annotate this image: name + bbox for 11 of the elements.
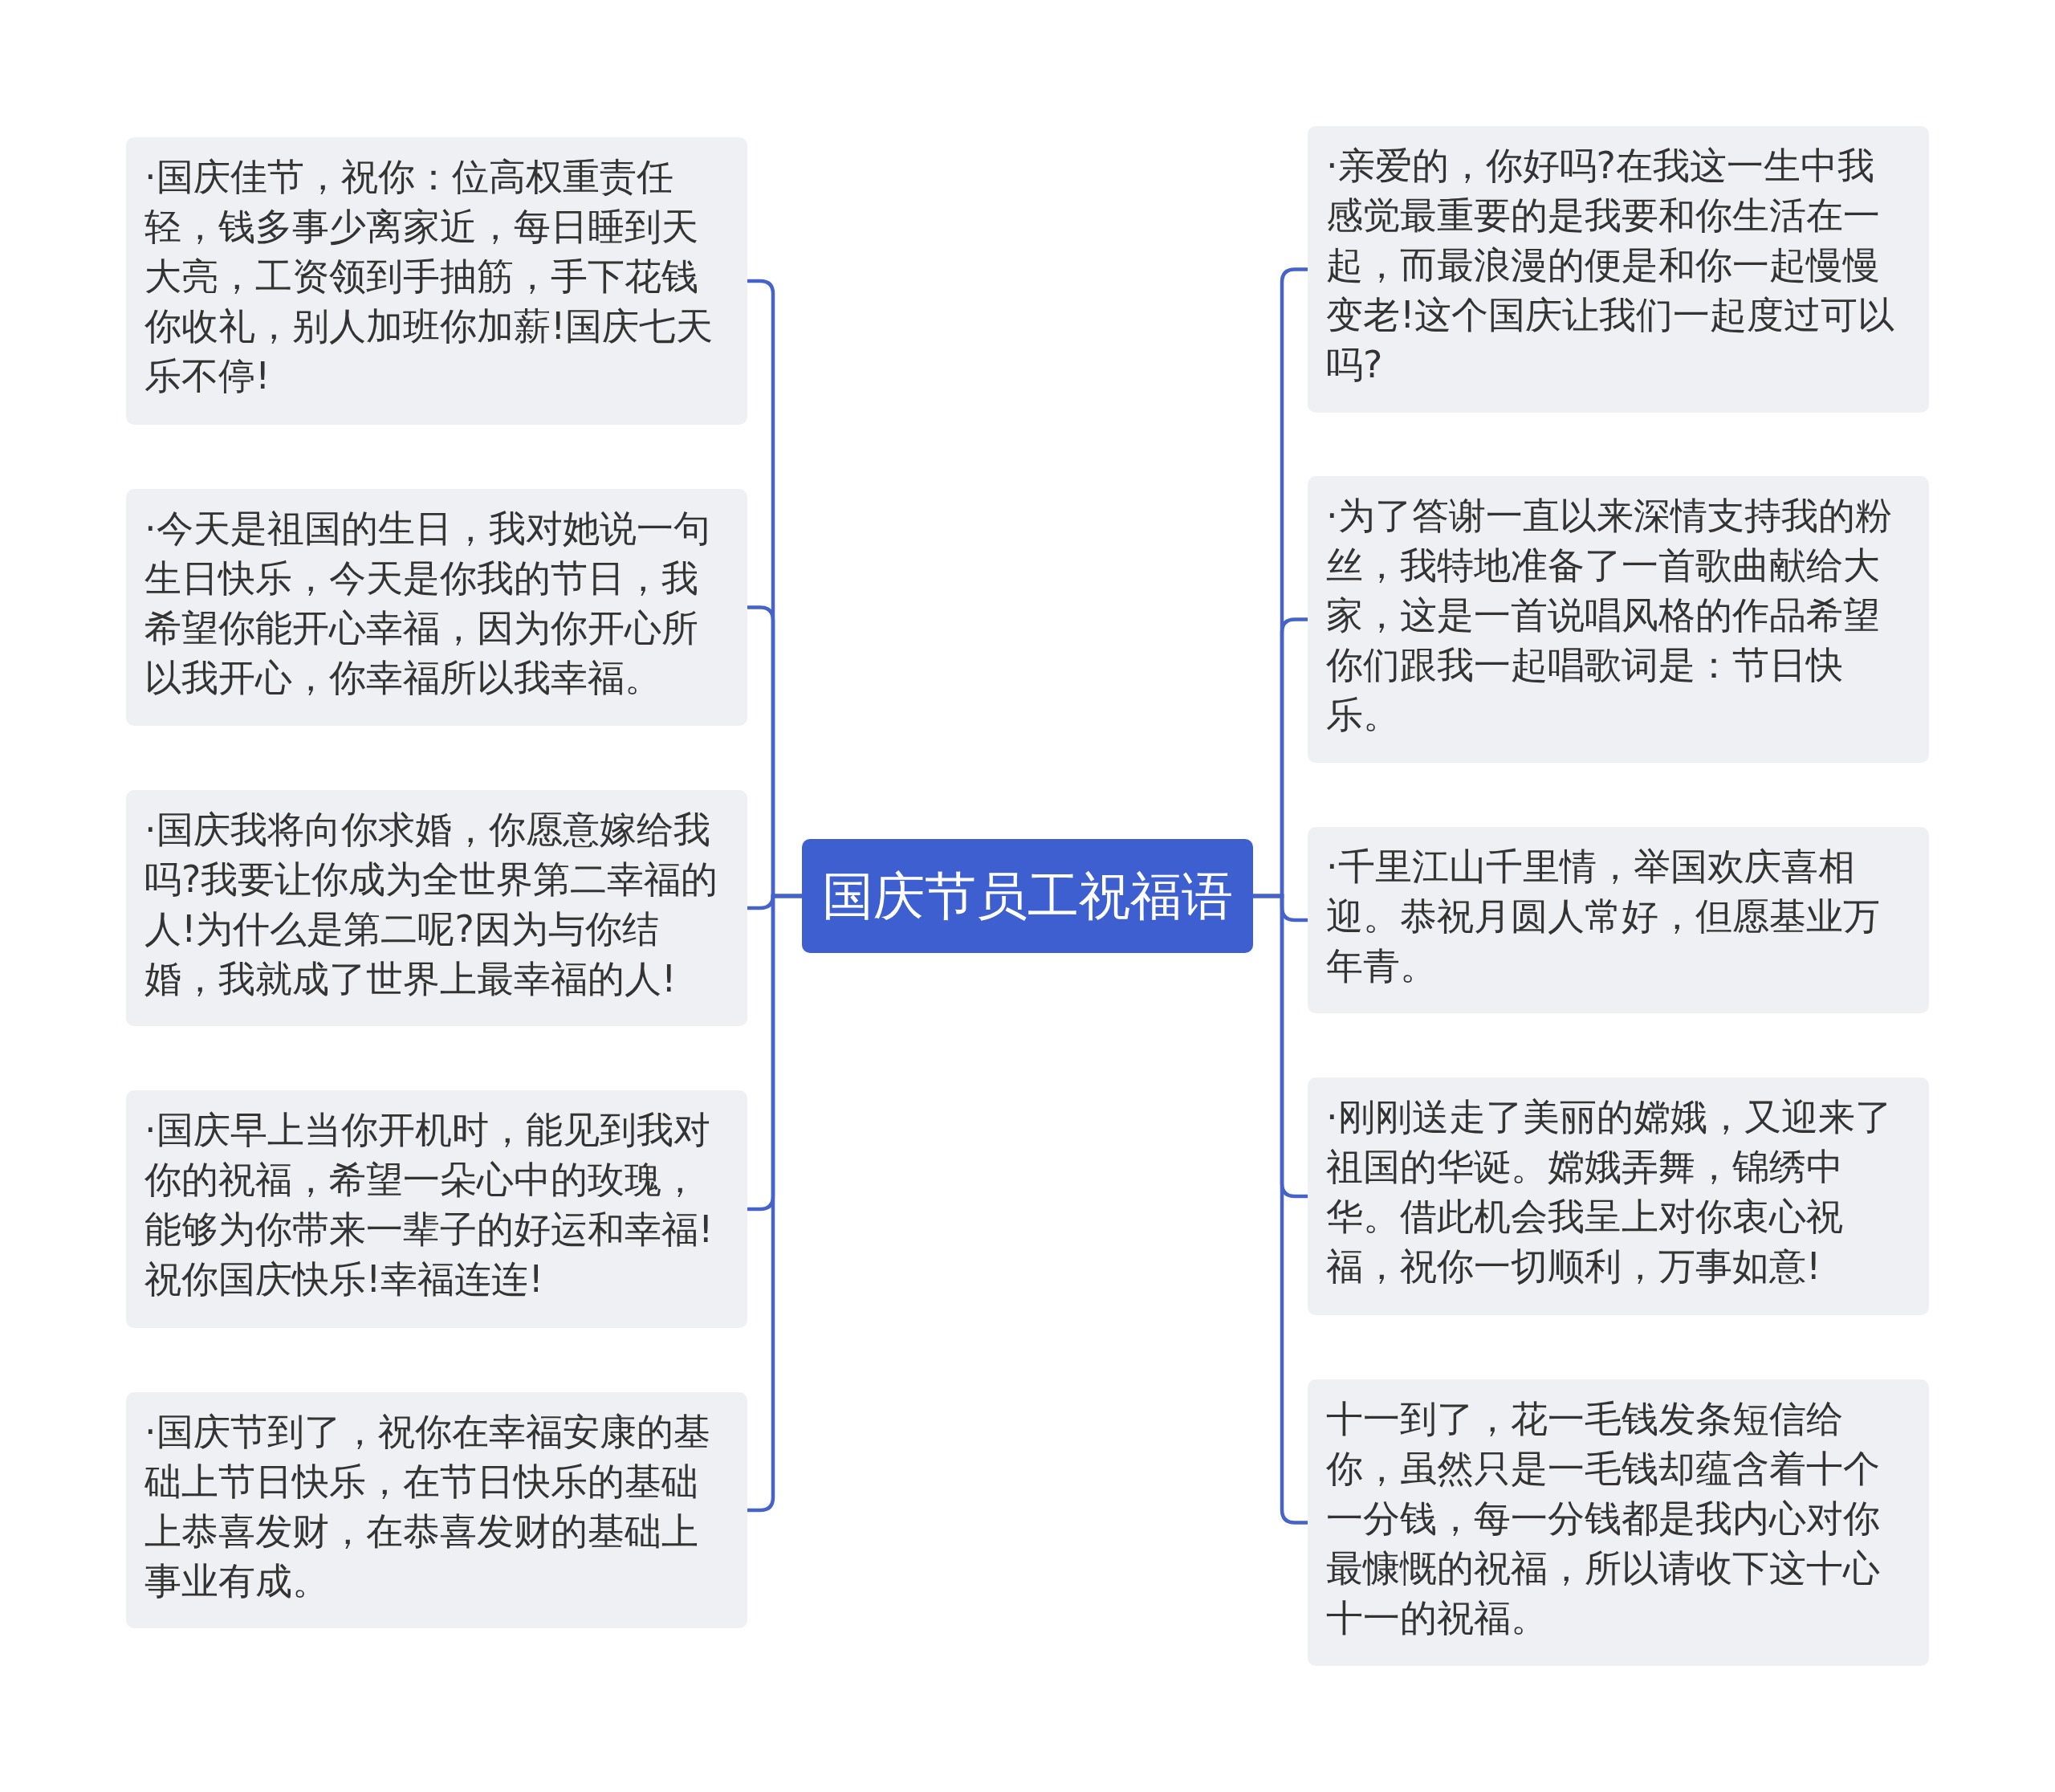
topic-box: 十一到了，花一毛钱发条短信给你，虽然只是一毛钱却蕴含着十个一分钱，每一分钱都是我内心对你最慷慨的祝福，所以请收下这十心十一的祝福。 <box>1308 1379 1929 1666</box>
topic-box: ·千里江山千里情，举国欢庆喜相迎。恭祝月圆人常好，但愿基业万年青。 <box>1308 827 1929 1013</box>
topic-box: ·今天是祖国的生日，我对她说一句生日快乐，今天是你我的节日，我希望你能开心幸福，因为你开心所以我开心，你幸福所以我幸福。 <box>126 489 747 726</box>
topic-box: ·国庆早上当你开机时，能见到我对你的祝福，希望一朵心中的玫瑰，能够为你带来一辈子的好运和幸福!祝你国庆快乐!幸福连连! <box>126 1090 747 1328</box>
topic-box: ·国庆我将向你求婚，你愿意嫁给我吗?我要让你成为全世界第二幸福的人!为什么是第二呢?因为与你结婚，我就成了世界上最幸福的人! <box>126 790 747 1026</box>
topic-box: ·刚刚送走了美丽的嫦娥，又迎来了祖国的华诞。嫦娥弄舞，锦绣中华。借此机会我呈上对你衷心祝福，祝你一切顺利，万事如意! <box>1308 1077 1929 1315</box>
topic-box: ·为了答谢一直以来深情支持我的粉丝，我特地准备了一首歌曲献给大家，这是一首说唱风格的作品希望你们跟我一起唱歌词是：节日快乐。 <box>1308 476 1929 763</box>
topic-box: ·国庆节到了，祝你在幸福安康的基础上节日快乐，在节日快乐的基础上恭喜发财，在恭喜发财的基础上事业有成。 <box>126 1392 747 1628</box>
central-topic-box: 国庆节员工祝福语 <box>802 839 1253 953</box>
topic-box: ·国庆佳节，祝你：位高权重责任轻，钱多事少离家近，每日睡到天大亮，工资领到手抽筋，手下花钱你收礼，别人加班你加薪!国庆七天乐不停! <box>126 137 747 425</box>
topic-box: ·亲爱的，你好吗?在我这一生中我感觉最重要的是我要和你生活在一起，而最浪漫的便是和你一起慢慢变老!这个国庆让我们一起度过可以吗? <box>1308 126 1929 413</box>
